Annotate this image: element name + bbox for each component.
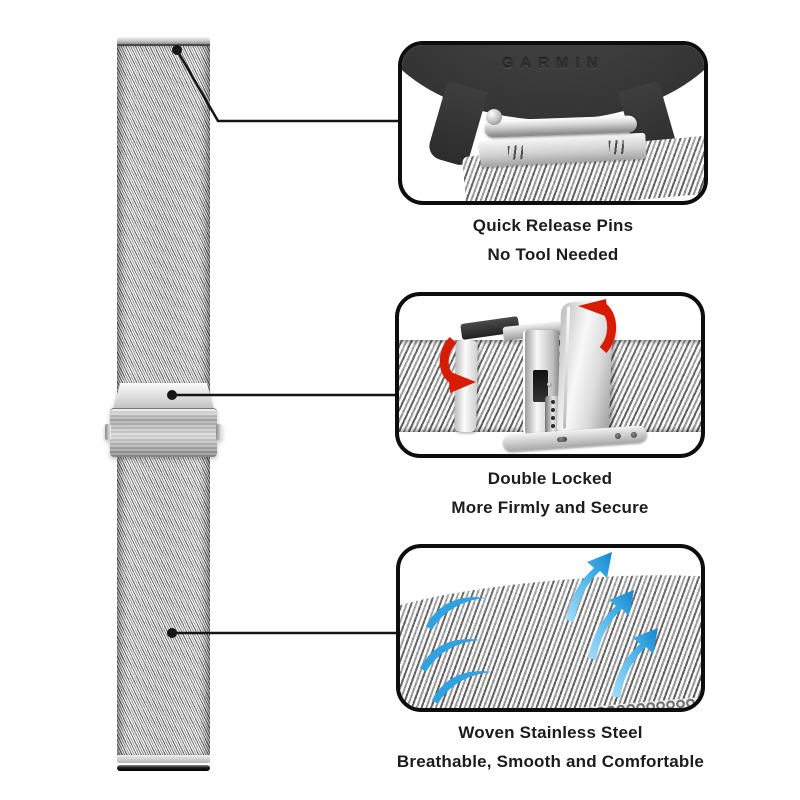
airflow-swoosh: [432, 671, 492, 704]
callout-caption: Woven Stainless Steel Breathable, Smooth…: [396, 718, 705, 776]
band-end-dark-bar: [117, 765, 210, 771]
leader-line-quick-release: [175, 49, 398, 123]
lock-screw: [547, 382, 552, 387]
arm-hole: [614, 432, 622, 440]
band-clasp: [105, 383, 222, 457]
clasp-buckle-body: [110, 408, 217, 457]
watch-lug-left: [426, 80, 488, 168]
lock-slot: [533, 370, 548, 402]
arm-slot: [556, 436, 568, 443]
band-bottom-end-bar: [117, 755, 210, 763]
watch-band: [105, 37, 222, 771]
caption-subtitle: No Tool Needed: [487, 245, 619, 264]
breathability-arrow-group: [420, 552, 658, 704]
callout-caption: Double Locked More Firmly and Secure: [395, 464, 705, 522]
double-locked-photo-frame: [395, 292, 705, 458]
clasp-side-pin: [105, 424, 111, 440]
caption-subtitle: Breathable, Smooth and Comfortable: [396, 752, 705, 771]
caption-title: Double Locked: [487, 469, 613, 488]
woven-steel-photo-frame: [396, 544, 705, 712]
caption-subtitle: More Firmly and Secure: [451, 498, 649, 517]
red-rotate-arrow-left: [439, 336, 476, 393]
clasp-side-pin: [216, 424, 222, 440]
caption-title: Quick Release Pins: [472, 216, 634, 235]
callout-caption: Quick Release Pins No Tool Needed: [398, 211, 708, 269]
airflow-swoosh: [426, 597, 486, 630]
airflow-arrow: [566, 552, 612, 622]
brand-text: GARMIN: [501, 55, 605, 72]
airflow-arrows: [420, 552, 658, 704]
arm-hole: [630, 431, 638, 439]
callout-woven-steel: Woven Stainless Steel Breathable, Smooth…: [396, 544, 705, 776]
quick-release-photo-frame: GARMIN: [398, 41, 708, 205]
callout-double-locked: Double Locked More Firmly and Secure: [395, 292, 705, 522]
clasp-top-plate: [113, 383, 214, 410]
caption-title: Woven Stainless Steel: [458, 723, 643, 742]
release-slot: [507, 145, 524, 160]
release-slot: [608, 139, 625, 155]
release-knob: [486, 109, 502, 125]
airflow-arrow: [588, 590, 634, 660]
airflow-arrow: [612, 628, 658, 698]
band-top-end-bar: [117, 37, 210, 46]
airflow-swoosh: [420, 639, 480, 672]
callout-quick-release: GARMIN Quick Release Pins No Tool Needed: [398, 41, 708, 269]
red-rotate-arrow-right: [578, 299, 617, 354]
